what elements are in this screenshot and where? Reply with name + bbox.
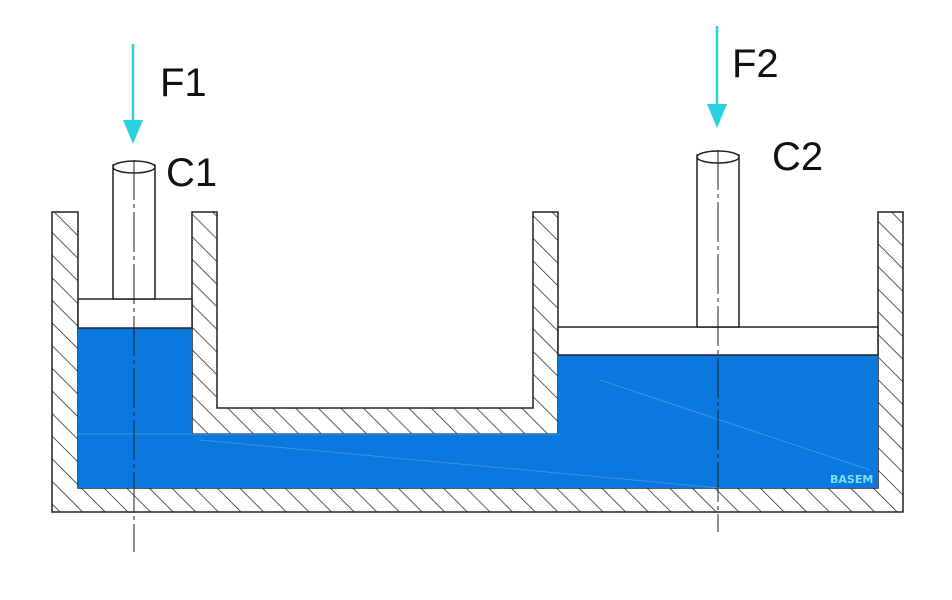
hydraulic-fluid [78,328,878,488]
cylinder-label-c1: C1 [166,151,217,195]
cylinder-label-c2: C2 [772,135,823,179]
arrow-down-icon [707,26,727,128]
piston-head-left [77,298,193,329]
left-cylinder-inner-wall [191,211,559,435]
force-label-f1: F1 [160,61,207,105]
fluid-reflections [78,379,871,489]
arrow-down-icon [123,44,143,144]
watermark: BASEM [830,473,873,486]
force-label-f2: F2 [732,42,779,86]
